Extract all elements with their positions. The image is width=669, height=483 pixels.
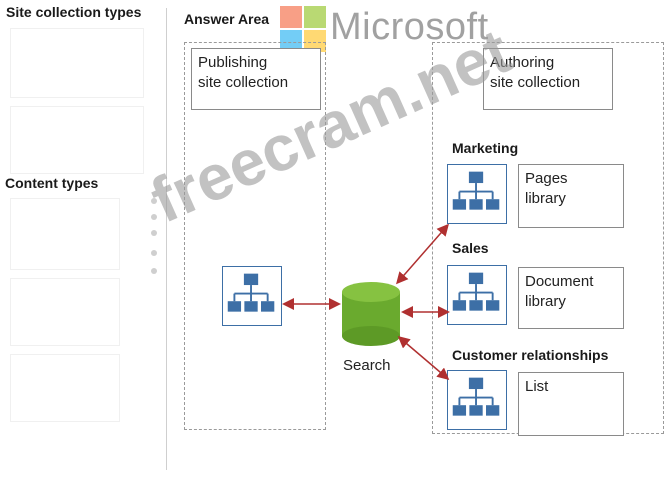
panel-divider (166, 8, 167, 470)
microsoft-logo-text: Microsoft (330, 6, 489, 48)
publishing-drop-zone[interactable] (184, 42, 326, 430)
search-label: Search (343, 357, 391, 374)
content-type-drag-slot-2[interactable] (10, 278, 120, 346)
content-type-drag-slot-3[interactable] (10, 354, 120, 422)
customer-relationships-site-hierarchy-icon (447, 370, 507, 430)
marketing-site-hierarchy-icon (447, 164, 507, 224)
pages-library-box[interactable]: Pages library (518, 164, 624, 228)
arrow-search-marketing (396, 223, 449, 285)
drag-handle-dot[interactable] (151, 230, 157, 236)
microsoft-logo-red-square (280, 6, 302, 28)
marketing-heading: Marketing (452, 140, 519, 156)
document-library-box[interactable]: Document library (518, 267, 624, 329)
search-database-icon (342, 282, 400, 346)
sales-heading: Sales (452, 240, 489, 256)
publishing-site-hierarchy-icon (222, 266, 282, 326)
publishing-site-collection-box[interactable]: Publishing site collection (191, 48, 321, 110)
site-collection-drag-slot-2[interactable] (10, 106, 144, 174)
sales-site-hierarchy-icon (447, 265, 507, 325)
content-types-heading: Content types (5, 175, 99, 191)
site-collection-types-heading: Site collection types (6, 4, 142, 20)
list-box[interactable]: List (518, 372, 624, 436)
microsoft-logo-blue-square (280, 30, 302, 52)
microsoft-logo-green-square (304, 6, 326, 28)
arrow-search-customer-relationships (397, 336, 450, 380)
drag-handle-dot[interactable] (151, 198, 157, 204)
content-type-drag-slot-1[interactable] (10, 198, 120, 270)
customer-relationships-heading: Customer relationships (452, 347, 609, 363)
answer-area-heading: Answer Area (184, 11, 270, 27)
microsoft-logo-yellow-square (304, 30, 326, 52)
drag-handle-dot[interactable] (151, 250, 157, 256)
drag-handle-dot[interactable] (151, 268, 157, 274)
drag-handle-dot[interactable] (151, 214, 157, 220)
authoring-site-collection-box[interactable]: Authoring site collection (483, 48, 613, 110)
site-collection-drag-slot-1[interactable] (10, 28, 144, 98)
